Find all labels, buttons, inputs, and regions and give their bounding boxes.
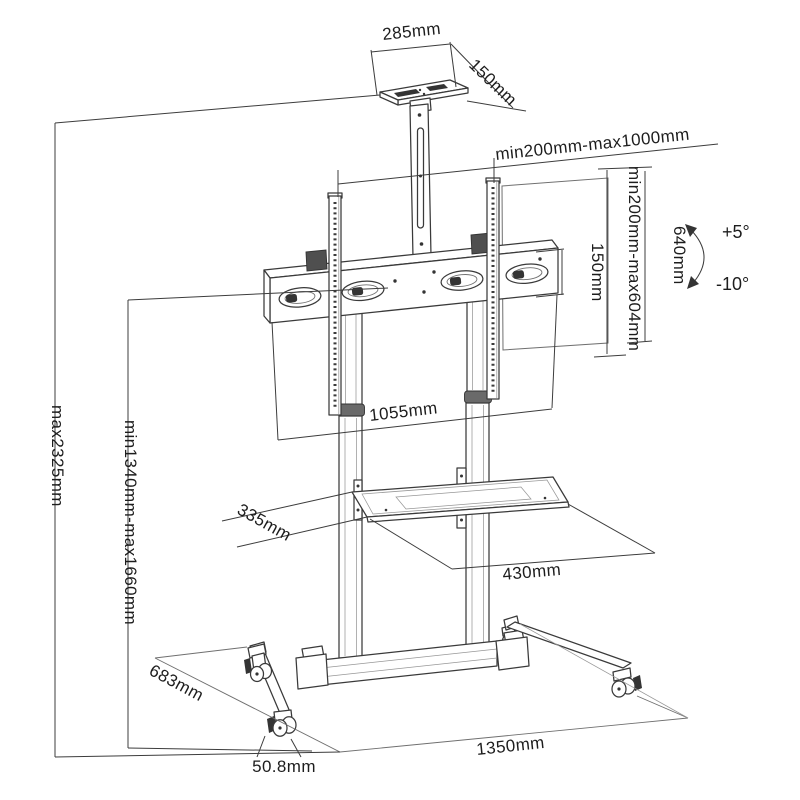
dim-label-column-height-range: min1340mm-max1660mm — [121, 420, 140, 625]
dim-label-rail-span-range: min200mm-max1000mm — [494, 125, 690, 164]
dim-max-overall-height: max2325mm — [48, 94, 381, 758]
camera-pole — [409, 103, 432, 259]
dim-base-width: 1350mm — [475, 733, 545, 759]
dim-top-shelf-depth: 150mm — [450, 43, 527, 112]
dim-label-caster-diameter: 50.8mm — [252, 757, 316, 776]
vesa-rail-right — [485, 177, 501, 400]
dim-label-rail-length: 640mm — [670, 226, 689, 285]
foot-right — [495, 629, 530, 671]
dim-label-max-overall-height: max2325mm — [48, 405, 67, 507]
tilt-up-label: +5° — [722, 222, 750, 242]
dim-label-base-width: 1350mm — [475, 733, 545, 759]
column-right — [464, 295, 492, 646]
dim-label-shelf-width: 430mm — [502, 560, 562, 584]
dim-label-top-shelf-width: 285mm — [381, 19, 441, 44]
dim-label-top-shelf-depth: 150mm — [465, 55, 520, 109]
leg-right — [503, 615, 632, 669]
dim-column-height-range: min1340mm-max1660mm — [121, 287, 389, 752]
dim-base-depth: 683mm — [146, 661, 207, 705]
caster-front-left — [267, 709, 297, 737]
caster-rear-left — [244, 643, 273, 683]
caster-front-right — [611, 667, 642, 698]
dim-caster-diameter: 50.8mm — [252, 735, 316, 776]
floor-outline — [154, 623, 689, 753]
dim-label-crossbar-height: 150mm — [588, 243, 607, 302]
column-left — [337, 307, 365, 659]
dim-crossbar-height: 150mm — [535, 243, 607, 302]
tilt-annotation: +5° -10° — [685, 222, 750, 294]
tilt-down-label: -10° — [716, 274, 749, 294]
dim-label-crossbar-width: 1055mm — [368, 398, 438, 425]
base-assembly — [244, 615, 642, 737]
dim-vesa-height-range: min200mm-max604mm — [593, 166, 653, 358]
camera-shelf — [379, 79, 469, 114]
dim-rail-span-range: min200mm-max1000mm — [337, 125, 719, 197]
dim-label-base-depth: 683mm — [146, 661, 207, 705]
dim-label-vesa-height-range: min200mm-max604mm — [625, 166, 644, 351]
middle-shelf — [351, 467, 570, 529]
dim-rail-length: 640mm — [626, 171, 689, 344]
vesa-rail-left — [327, 192, 343, 416]
foot-left — [295, 645, 329, 690]
